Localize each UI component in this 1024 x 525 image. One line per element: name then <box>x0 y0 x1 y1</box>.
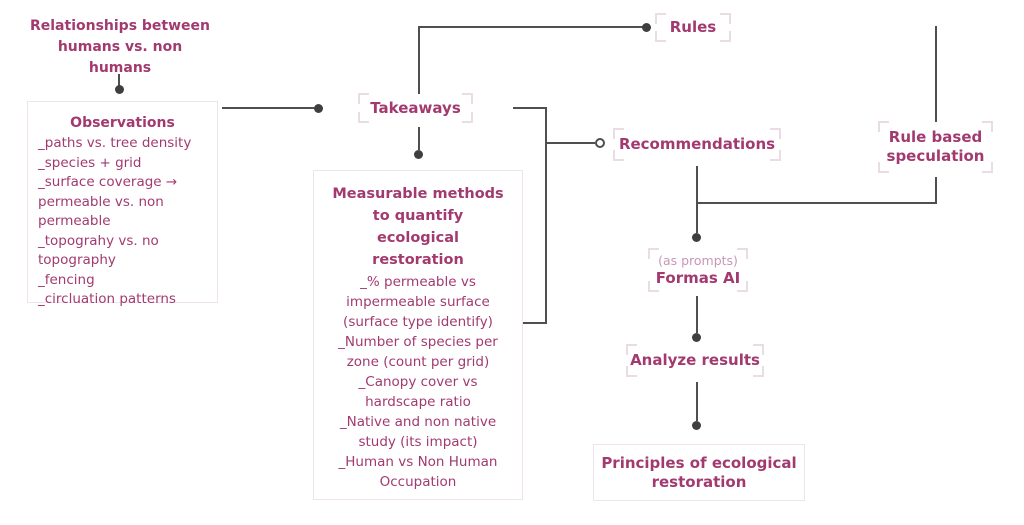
corner-bracket <box>720 13 731 24</box>
corner-bracket <box>770 150 781 161</box>
connector-line <box>935 177 937 204</box>
title-line: to quantify <box>372 208 464 224</box>
list-item: _Canopy cover vs hardscape ratio <box>358 374 478 410</box>
connector-dot <box>414 150 423 159</box>
corner-bracket <box>626 366 637 377</box>
connector-dot <box>642 23 651 32</box>
corner-bracket <box>655 31 666 42</box>
title-line: restoration <box>372 252 464 268</box>
node-label: Analyze results <box>630 351 760 369</box>
node-label: Recommendations <box>618 135 776 153</box>
connector-dot <box>115 85 124 94</box>
corner-bracket <box>462 112 473 123</box>
list-item: _surface coverage → permeable vs. non pe… <box>38 174 178 229</box>
list-item: _paths vs. tree density <box>38 135 192 151</box>
connector-line <box>222 107 314 109</box>
corner-bracket <box>737 281 748 292</box>
corner-bracket <box>613 150 624 161</box>
connector-line <box>696 296 698 333</box>
connector-line <box>513 107 547 109</box>
observations-box[interactable]: Observations _paths vs. tree density _sp… <box>27 101 218 307</box>
connector-dot <box>314 104 323 113</box>
node-rules[interactable]: Rules <box>655 13 731 42</box>
node-label-line: Rule based <box>888 128 983 146</box>
corner-bracket <box>878 121 889 132</box>
corner-bracket <box>613 128 624 139</box>
list-item: _% permeable vs impermeable surface (sur… <box>343 274 493 330</box>
node-analyze-results[interactable]: Analyze results <box>626 344 764 377</box>
heading-line: humans <box>88 60 152 76</box>
node-label: Rules <box>669 18 717 36</box>
observations-title: Observations <box>70 115 175 131</box>
corner-bracket <box>982 162 993 173</box>
node-recommendations[interactable]: Recommendations <box>613 128 781 161</box>
connector-line <box>935 26 937 122</box>
connector-line <box>696 382 698 421</box>
corner-bracket <box>462 93 473 104</box>
corner-bracket <box>358 112 369 123</box>
corner-bracket <box>720 31 731 42</box>
node-takeaways[interactable]: Takeaways <box>358 93 473 123</box>
node-label-line: speculation <box>886 147 985 165</box>
corner-bracket <box>655 13 666 24</box>
title-line: Principles of ecological <box>601 453 797 472</box>
list-item: _Human vs Non Human Occupation <box>338 454 498 490</box>
node-note: (as prompts) <box>658 252 738 268</box>
connector-line <box>697 202 937 204</box>
relationships-heading: Relationships between humans vs. non hum… <box>22 16 218 79</box>
node-label: Formas AI <box>655 268 741 287</box>
connector-line <box>418 26 643 28</box>
connector-dot <box>692 333 701 342</box>
title-line: ecological <box>376 230 460 246</box>
title-line: restoration <box>651 472 747 491</box>
node-rule-based-speculation[interactable]: Rule based speculation <box>878 121 993 173</box>
node-formas-ai[interactable]: (as prompts) Formas AI <box>648 248 748 292</box>
corner-bracket <box>626 344 637 355</box>
list-item: _species + grid <box>38 154 142 171</box>
measurable-methods-box[interactable]: Measurable methods to quantify ecologica… <box>313 170 523 500</box>
connector-line <box>518 322 547 324</box>
connector-line <box>418 127 420 150</box>
connector-line <box>545 107 547 324</box>
connector-line <box>418 27 420 94</box>
corner-bracket <box>982 121 993 132</box>
list-item: _topograhy vs. no topography <box>38 232 159 269</box>
node-label: Takeaways <box>370 98 461 117</box>
list-item: _circluation patterns <box>38 291 176 307</box>
list-item: _Number of species per zone (count per g… <box>338 334 498 370</box>
corner-bracket <box>737 248 748 259</box>
title-line: Measurable methods <box>332 186 504 202</box>
connector-dot <box>692 421 701 430</box>
corner-bracket <box>753 366 764 377</box>
corner-bracket <box>770 128 781 139</box>
measurable-methods-title: Measurable methods to quantify ecologica… <box>314 183 522 271</box>
list-item: _fencing <box>38 271 95 288</box>
connector-line <box>118 74 120 86</box>
principles-box[interactable]: Principles of ecological restoration <box>593 444 805 501</box>
corner-bracket <box>753 344 764 355</box>
measurable-methods-list: _% permeable vs impermeable surface (sur… <box>314 272 522 492</box>
corner-bracket <box>358 93 369 104</box>
corner-bracket <box>878 162 889 173</box>
connector-circle-open <box>595 138 605 148</box>
connector-line <box>696 166 698 233</box>
connector-line <box>547 142 595 144</box>
list-item: _Native and non native study (its impact… <box>339 414 497 450</box>
observations-list: _paths vs. tree density _species + grid … <box>28 134 217 310</box>
connector-dot <box>692 233 701 242</box>
heading-line: Relationships between <box>29 18 211 34</box>
heading-line: humans vs. non <box>57 39 183 55</box>
corner-bracket <box>648 248 659 259</box>
corner-bracket <box>648 281 659 292</box>
